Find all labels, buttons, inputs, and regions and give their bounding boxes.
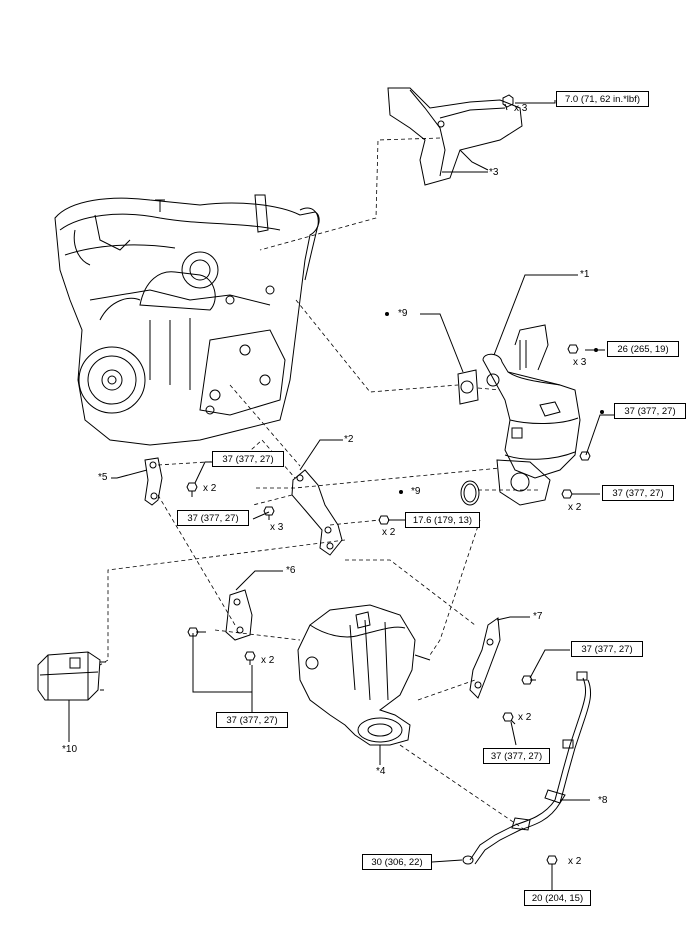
qty-conv-top: x 3 <box>573 357 587 368</box>
label-part-5: *5 <box>98 472 108 483</box>
qty-pipe-bolt: x 2 <box>568 856 582 867</box>
qty-nut-2: x 2 <box>382 527 396 538</box>
qty-bracket-5: x 2 <box>203 483 217 494</box>
torque-nut-2: 17.6 (179, 13) <box>405 512 480 528</box>
leader-lines <box>68 100 614 890</box>
qty-bracket-6: x 2 <box>261 655 275 666</box>
torque-bracket-7: 37 (377, 27) <box>571 641 643 657</box>
label-part-1: *1 <box>580 269 590 280</box>
bullet-dot-9-lower <box>399 490 403 494</box>
gasket-lower <box>460 480 480 506</box>
assembly-dashed-lines <box>99 137 540 831</box>
catalytic-converter <box>482 324 581 506</box>
torque-bracket-6: 37 (377, 27) <box>216 712 288 728</box>
label-part-8: *8 <box>598 795 608 806</box>
torque-pipe-bolt: 20 (204, 15) <box>524 890 591 906</box>
torque-bracket-7-bolt: 37 (377, 27) <box>483 748 550 764</box>
bracket-5 <box>144 457 163 506</box>
torque-conv-flange: 37 (377, 27) <box>602 485 674 501</box>
engine-assembly <box>54 194 320 446</box>
heat-shield <box>387 87 523 186</box>
turbo-manifold <box>297 604 431 746</box>
bracket-2 <box>291 469 343 556</box>
torque-conv-top: 26 (265, 19) <box>607 341 679 357</box>
fastener-bolts <box>186 344 591 869</box>
label-part-9-lower: *9 <box>411 486 421 497</box>
gasket-upper <box>457 369 479 405</box>
label-part-2: *2 <box>344 434 354 445</box>
bullet-dot-conv-side <box>600 410 604 414</box>
label-part-3: *3 <box>489 167 499 178</box>
label-part-9-upper: *9 <box>398 308 408 319</box>
torque-bracket-2: 37 (377, 27) <box>177 510 249 526</box>
qty-heat-shield: x 3 <box>514 103 528 114</box>
label-part-7: *7 <box>533 611 543 622</box>
bracket-7 <box>469 617 501 699</box>
heat-shield-bolt-icon <box>502 94 514 111</box>
qty-conv-flange: x 2 <box>568 502 582 513</box>
qty-bracket-7: x 2 <box>518 712 532 723</box>
label-part-10: *10 <box>62 744 78 755</box>
label-part-6: *6 <box>286 565 296 576</box>
torque-pipe-clamp: 30 (306, 22) <box>362 854 432 870</box>
bullet-dot-9-upper <box>385 312 389 316</box>
label-part-4: *4 <box>376 766 386 777</box>
sensor-10 <box>37 651 106 701</box>
pipe-8 <box>462 671 592 865</box>
torque-conv-side: 37 (377, 27) <box>614 403 686 419</box>
torque-bracket-5: 37 (377, 27) <box>212 451 284 467</box>
qty-bracket-2: x 3 <box>270 522 284 533</box>
torque-heat-shield: 7.0 (71, 62 in.*lbf) <box>556 91 649 107</box>
bullet-dot-conv-top <box>594 348 598 352</box>
bracket-6 <box>225 589 253 641</box>
